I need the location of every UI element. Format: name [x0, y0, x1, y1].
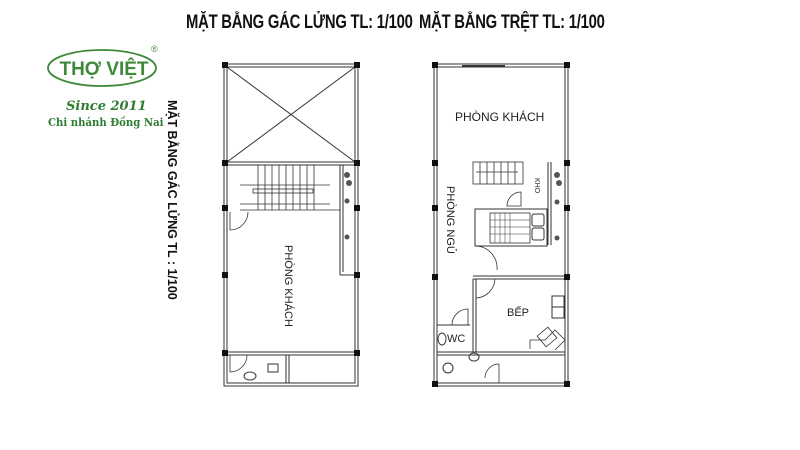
logo-branch: Chi nhánh Đồng Nai	[48, 115, 164, 129]
ground-room-wc: WC	[447, 333, 466, 345]
ground-room-storage: KHO	[533, 178, 540, 194]
side-plan-label: MẶT BẰNG GÁC LỬNG TL : 1/100	[165, 100, 179, 300]
ground-room-living: PHÒNG KHÁCH	[455, 110, 545, 124]
mezzanine-plan-title: MẶT BẰNG GÁC LỬNG TL: 1/100	[186, 12, 413, 33]
tho-viet-logo: THỢ VIỆT	[47, 49, 157, 87]
registered-mark: ®	[151, 44, 158, 54]
ground-plan-title: MẶT BẰNG TRỆT TL: 1/100	[419, 12, 605, 33]
ground-room-bedroom: PHÒNG NGỦ	[444, 186, 456, 254]
logo-brand-text: THỢ VIỆT	[59, 58, 148, 80]
logo-since: Since 2011	[66, 99, 147, 114]
mezzanine-room-living: PHÒNG KHÁCH	[282, 245, 294, 327]
ground-room-kitchen: BẾP	[507, 307, 530, 319]
